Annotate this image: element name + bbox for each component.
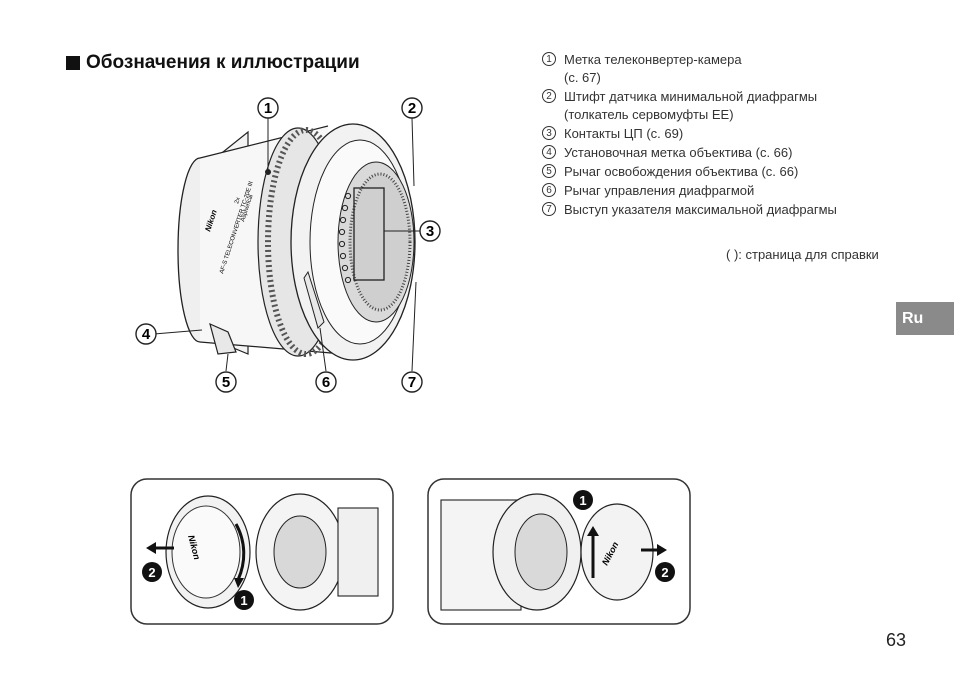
svg-text:2: 2 xyxy=(148,565,155,580)
callout-1: 1 xyxy=(257,97,279,119)
svg-text:2: 2 xyxy=(408,100,416,117)
legend-item: 6 Рычаг управления диафрагмой xyxy=(540,182,900,200)
legend-subtext: (с. 67) xyxy=(564,70,601,85)
rear-cap-face xyxy=(171,505,241,599)
callout-6: 6 xyxy=(315,371,337,393)
svg-text:4: 4 xyxy=(142,326,151,343)
rear-cap-removal-panel: Nikon 1 2 xyxy=(130,478,394,625)
aperture-lever xyxy=(303,270,325,329)
svg-text:6: 6 xyxy=(322,374,330,391)
reference-note: ( ): страница для справки xyxy=(726,247,879,262)
svg-text:3: 3 xyxy=(426,223,434,240)
teleconverter-illustration: Nikon AF-S TELECONVERTER TC-20E III 2x A… xyxy=(135,97,441,393)
teleconverter-opening xyxy=(273,515,327,589)
svg-text:7: 7 xyxy=(408,374,416,391)
cpu-contacts-highlight xyxy=(353,187,385,281)
legend-number: 7 xyxy=(542,202,556,216)
legend-text: Выступ указателя максимальной диафрагмы xyxy=(564,202,837,217)
legend-subtext: (толкатель сервомуфты EE) xyxy=(564,107,734,122)
legend-item: 4 Установочная метка объектива (с. 66) xyxy=(540,144,900,162)
rotate-arrowhead xyxy=(587,526,599,536)
heading-text: Обозначения к иллюстрации xyxy=(86,52,360,73)
legend-number: 1 xyxy=(542,52,556,66)
legend-number: 3 xyxy=(542,126,556,140)
legend-item: 2 Штифт датчика минимальной диафрагмы (то… xyxy=(540,88,900,124)
step-badge-1: 1 xyxy=(573,490,593,510)
pull-arrowhead xyxy=(146,542,156,554)
inner-threads xyxy=(348,172,412,312)
callout-4: 4 xyxy=(135,323,157,345)
svg-text:5: 5 xyxy=(222,374,230,391)
legend-item: 5 Рычаг освобождения объектива (с. 66) xyxy=(540,163,900,181)
legend-text: Установочная метка объектива (с. 66) xyxy=(564,145,793,160)
legend-text: Рычаг освобождения объектива (с. 66) xyxy=(564,164,799,179)
legend-number: 5 xyxy=(542,164,556,178)
callout-3: 3 xyxy=(419,220,441,242)
legend-item: 1 Метка телеконвертер-камера (с. 67) xyxy=(540,51,900,87)
cpu-contacts xyxy=(338,192,352,284)
callout-7: 7 xyxy=(401,371,423,393)
legend-item: 7 Выступ указателя максимальной диафрагм… xyxy=(540,201,900,219)
rotate-arrowhead xyxy=(234,578,244,588)
step-badge-2: 2 xyxy=(655,562,675,582)
legend-text: Контакты ЦП (с. 69) xyxy=(564,126,684,141)
mount-index-dot xyxy=(265,169,271,175)
teleconverter-front-opening xyxy=(514,513,568,591)
svg-text:2: 2 xyxy=(661,565,668,580)
heading-square-bullet xyxy=(66,56,80,70)
teleconverter-barrel-side xyxy=(337,507,379,597)
legend-text: Рычаг управления диафрагмой xyxy=(564,183,755,198)
step-badge-2: 2 xyxy=(142,562,162,582)
pull-arrowhead xyxy=(657,544,667,556)
legend-number: 6 xyxy=(542,183,556,197)
legend-number: 2 xyxy=(542,89,556,103)
front-cap-removal-panel: Nikon 1 2 xyxy=(427,478,691,625)
svg-text:1: 1 xyxy=(264,100,272,117)
parts-legend: 1 Метка телеконвертер-камера (с. 67) 2 Шт… xyxy=(540,51,900,220)
legend-text: Штифт датчика минимальной диафрагмы xyxy=(564,89,818,104)
language-tab[interactable]: Ru xyxy=(896,302,954,335)
front-cap xyxy=(580,503,654,601)
callout-5: 5 xyxy=(215,371,237,393)
legend-number: 4 xyxy=(542,145,556,159)
barrel-magnification-text: 2x xyxy=(234,197,242,205)
step-badge-1: 1 xyxy=(234,590,254,610)
page-number: 63 xyxy=(886,630,907,650)
section-heading: Обозначения к иллюстрации xyxy=(66,52,360,74)
rotate-arrow xyxy=(234,523,246,581)
svg-text:1: 1 xyxy=(579,493,586,508)
release-lever xyxy=(209,322,237,355)
legend-text: Метка телеконвертер-камера xyxy=(564,52,742,67)
svg-text:1: 1 xyxy=(240,593,247,608)
legend-item: 3 Контакты ЦП (с. 69) xyxy=(540,125,900,143)
callout-2: 2 xyxy=(401,97,423,119)
